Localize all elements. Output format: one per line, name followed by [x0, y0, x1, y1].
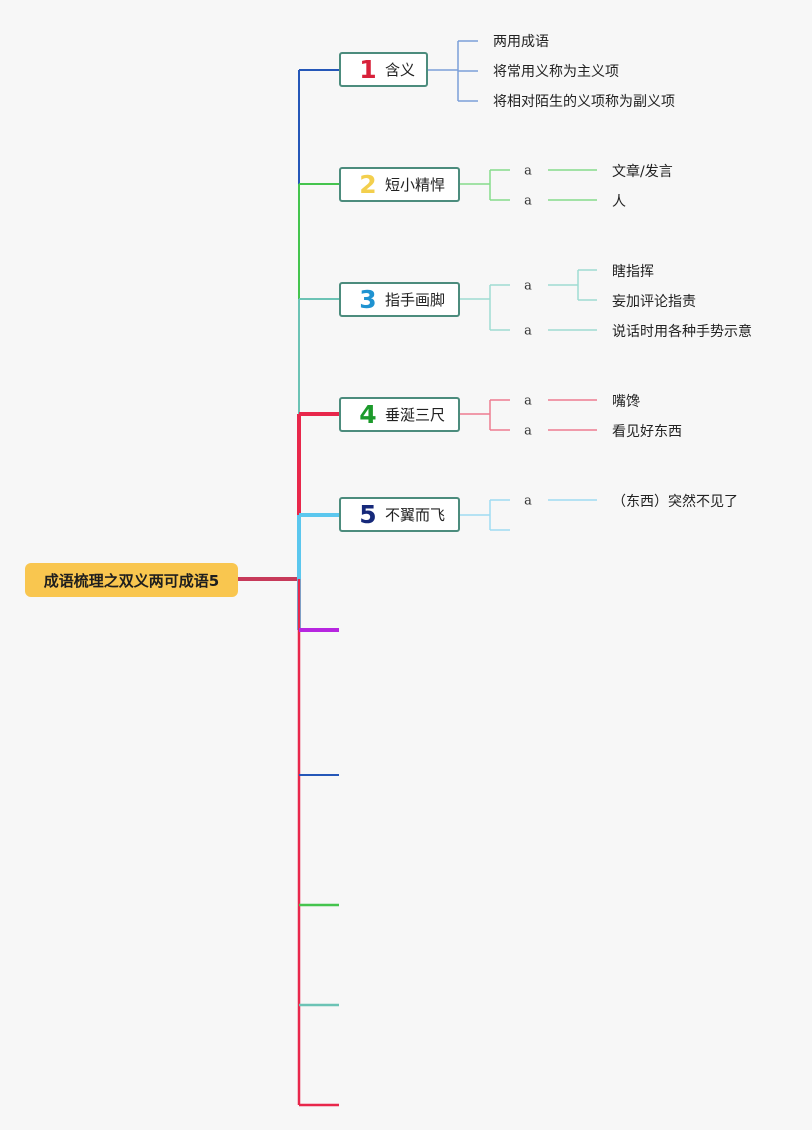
leaf-text[interactable]: 嘴馋: [612, 394, 640, 410]
leaf-text[interactable]: 看见好东西: [612, 424, 682, 440]
leaf-text[interactable]: 文章/发言: [612, 164, 673, 180]
root-topic[interactable]: 成语梳理之双义两可成语5: [25, 563, 238, 597]
branch-label: 含义: [385, 61, 416, 79]
leaf-text[interactable]: 妄加评论指责: [612, 294, 696, 310]
a-marker: a: [524, 323, 532, 339]
leaf-text[interactable]: 两用成语: [493, 34, 549, 50]
leaf-text[interactable]: （东西）突然不见了: [612, 494, 738, 510]
branch-5[interactable]: 5 不翼而飞: [339, 497, 460, 532]
leaf-text[interactable]: 人: [612, 194, 626, 210]
number-2-badge: 2: [359, 170, 377, 199]
a-marker: a: [524, 163, 532, 179]
number-1-badge: 1: [359, 55, 377, 84]
a-marker: a: [524, 393, 532, 409]
branch-3[interactable]: 3 指手画脚: [339, 282, 460, 317]
number-3-badge: 3: [359, 285, 377, 314]
branch-label: 短小精悍: [385, 176, 446, 194]
number-5-badge: 5: [359, 500, 377, 529]
a-marker: a: [524, 423, 532, 439]
branch-4[interactable]: 4 垂涎三尺: [339, 397, 460, 432]
leaf-text[interactable]: 将常用义称为主义项: [493, 64, 619, 80]
branch-label: 不翼而飞: [385, 506, 446, 524]
a-marker: a: [524, 193, 532, 209]
branch-2[interactable]: 2 短小精悍: [339, 167, 460, 202]
branch-1-meaning[interactable]: 1 含义: [339, 52, 428, 87]
root-label: 成语梳理之双义两可成语5: [43, 571, 220, 590]
leaf-text[interactable]: 说话时用各种手势示意: [612, 324, 752, 340]
branch-label: 垂涎三尺: [385, 406, 446, 424]
number-4-badge: 4: [359, 400, 377, 429]
a-marker: a: [524, 278, 532, 294]
branch-label: 指手画脚: [385, 291, 446, 309]
a-marker: a: [524, 493, 532, 509]
leaf-text[interactable]: 将相对陌生的义项称为副义项: [493, 94, 675, 110]
leaf-text[interactable]: 瞎指挥: [612, 264, 654, 280]
